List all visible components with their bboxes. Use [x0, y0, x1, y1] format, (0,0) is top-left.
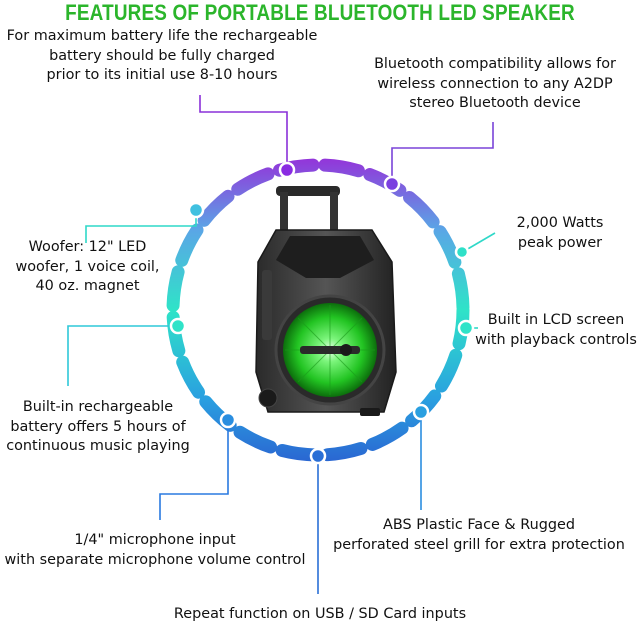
leader-line-microphone — [159, 420, 229, 520]
leader-line-battery-life — [67, 325, 178, 386]
feature-line: Built in LCD screen — [487, 312, 625, 328]
feature-line: stereo Bluetooth device — [409, 95, 581, 111]
feature-line: For maximum battery life the rechargeabl… — [6, 28, 318, 44]
feature-line: with playback controls — [475, 331, 637, 348]
feature-line: 2,000 Watts — [516, 215, 604, 231]
feature-line: woofer, 1 voice coil, — [15, 258, 160, 275]
feature-line: Bluetooth compatibility allows for — [374, 56, 616, 72]
ring-dot-bluetooth — [383, 175, 401, 193]
feature-line: with separate microphone volume control — [4, 551, 306, 568]
feature-abs: ABS Plastic Face & Rugged perforated ste… — [318, 516, 640, 555]
leader-line-bluetooth — [391, 122, 494, 184]
feature-line: Woofer: 12" LED — [28, 239, 147, 255]
ring-dot-microphone — [219, 411, 237, 429]
feature-battery-life: Built-in rechargeable battery offers 5 h… — [0, 398, 196, 457]
ring-dot-power — [454, 244, 470, 260]
feature-line: ABS Plastic Face & Rugged — [383, 517, 575, 533]
feature-woofer: Woofer: 12" LED woofer, 1 voice coil, 40… — [0, 238, 175, 297]
feature-line: continuous music playing — [6, 438, 190, 454]
feature-repeat: Repeat function on USB / SD Card inputs — [140, 605, 500, 625]
feature-line: battery should be fully charged — [49, 47, 275, 64]
feature-line: Built-in rechargeable — [22, 399, 174, 415]
feature-power: 2,000 Watts peak power — [490, 214, 630, 253]
feature-microphone: 1/4" microphone input with separate micr… — [0, 531, 310, 570]
feature-line: 40 oz. magnet — [35, 278, 140, 294]
ring-dot-battery-life — [169, 317, 187, 335]
feature-line: prior to its initial use 8-10 hours — [46, 67, 278, 83]
leader-line-battery-charge — [199, 95, 288, 170]
feature-lcd: Built in LCD screen with playback contro… — [472, 311, 640, 350]
feature-line: perforated steel grill for extra protect… — [333, 536, 625, 553]
ring-dot-woofer — [187, 201, 205, 219]
feature-line: 1/4" microphone input — [74, 532, 236, 548]
feature-bluetooth: Bluetooth compatibility allows for wirel… — [350, 55, 640, 114]
ring-dot-lcd — [457, 319, 475, 337]
ring-dot-battery-charge — [278, 161, 296, 179]
feature-line: peak power — [517, 234, 603, 251]
feature-battery-charge: For maximum battery life the rechargeabl… — [2, 27, 322, 86]
feature-line: wireless connection to any A2DP — [377, 75, 613, 92]
feature-line: battery offers 5 hours of — [10, 418, 186, 435]
ring-dot-repeat — [309, 447, 327, 465]
ring-dot-abs — [412, 403, 430, 421]
speaker-illustration — [255, 186, 397, 416]
leader-line-power — [465, 232, 496, 251]
page-title: FEATURES OF PORTABLE BLUETOOTH LED SPEAK… — [65, 0, 575, 25]
feature-line: Repeat function on USB / SD Card inputs — [173, 606, 467, 622]
